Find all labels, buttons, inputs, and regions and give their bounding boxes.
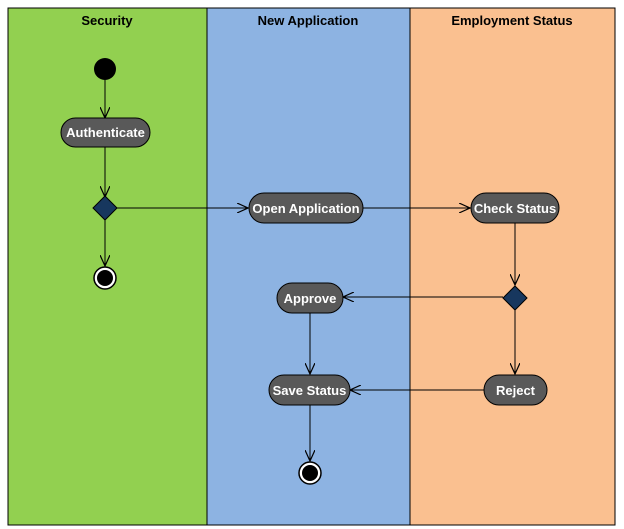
activity-check-status-shape	[470, 192, 560, 224]
decision-security	[92, 195, 118, 221]
start-node	[94, 58, 116, 80]
activity-save-status[interactable]: Save Status	[268, 374, 351, 406]
activity-approve-label: Approve	[284, 291, 337, 306]
activity-open-application[interactable]: Open Application	[248, 192, 364, 224]
activity-authenticate[interactable]: Authenticate	[60, 117, 151, 148]
activity-save-status-label: Save Status	[273, 383, 347, 398]
activity-open-application-label: Open Application	[252, 201, 359, 216]
activity-authenticate-label: Authenticate	[66, 125, 145, 140]
lane-security	[7, 7, 208, 526]
end-node-new-application	[298, 461, 322, 485]
activity-authenticate-shape	[60, 117, 151, 148]
activity-reject-label: Reject	[496, 383, 536, 398]
end-node-security	[93, 266, 117, 290]
lane-title-employment-status: Employment Status	[451, 13, 572, 28]
activity-approve-shape	[276, 282, 344, 314]
activity-approve[interactable]: Approve	[276, 282, 344, 314]
activity-check-status[interactable]: Check Status	[470, 192, 560, 224]
lane-title-new-application: New Application	[258, 13, 359, 28]
lane-employment-status	[409, 7, 616, 526]
lane-title-security: Security	[81, 13, 133, 28]
activity-open-application-shape	[248, 192, 364, 224]
lane-new-application	[206, 7, 411, 526]
activity-save-status-shape	[268, 374, 351, 406]
decision-employment-status	[502, 285, 528, 311]
activity-check-status-label: Check Status	[474, 201, 556, 216]
activity-reject-shape	[483, 374, 548, 406]
activity-reject[interactable]: Reject	[483, 374, 548, 406]
